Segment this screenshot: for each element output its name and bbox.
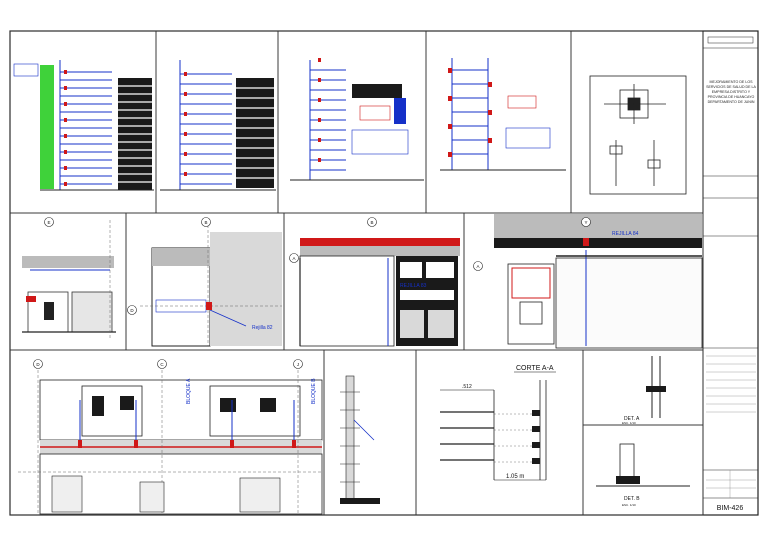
detail-a-label: DET. A <box>624 416 640 422</box>
detail-a-scale: ESC. 1/10 <box>622 421 636 425</box>
grid-bubble-labels: E B D B A Y A D C J <box>36 220 587 367</box>
section-corte-aa: CORTE A-A .512 1.05 m <box>440 365 556 481</box>
svg-text:A: A <box>476 264 479 269</box>
bottom-wall-section <box>340 375 380 504</box>
panel-elevation-2 <box>160 60 276 191</box>
bottom-plan <box>18 370 323 515</box>
tag-bloque-b: BLOQUE B <box>311 378 317 404</box>
mid-panel-3 <box>299 238 460 347</box>
svg-text:B: B <box>204 220 207 225</box>
section-title: CORTE A-A <box>516 365 554 372</box>
middle-row-panels <box>9 212 704 351</box>
panel-detail-plan <box>589 75 687 195</box>
svg-text:B: B <box>370 220 373 225</box>
panel-elevation-3 <box>290 58 424 181</box>
tag-bloque-a: BLOQUE A <box>186 378 192 404</box>
detail-b-label: DET. B <box>624 496 640 502</box>
detail-b-scale: ESC. 1/10 <box>622 503 636 507</box>
detail-a: DET. A ESC. 1/10 <box>622 356 666 425</box>
detail-b: DET. B ESC. 1/10 <box>596 443 690 507</box>
svg-text:C: C <box>160 362 164 367</box>
svg-text:Y: Y <box>584 220 587 225</box>
svg-text:J: J <box>297 362 299 367</box>
sheet-code: BIM-426 <box>717 505 744 512</box>
dimension-top: .512 <box>462 384 472 390</box>
mid-panel-1 <box>22 220 116 338</box>
project-description: MEJORAMIENTO DE LOS SERVICIOS DE SALUD D… <box>706 80 756 104</box>
svg-text:D: D <box>36 362 40 367</box>
panel-elevation-1 <box>13 60 154 191</box>
svg-text:D: D <box>130 308 134 313</box>
tag-rejilla-83: REJILLA 83 <box>400 283 427 289</box>
svg-text:A: A <box>292 256 295 261</box>
svg-text:E: E <box>47 220 50 225</box>
title-block: MEJORAMIENTO DE LOS SERVICIOS DE SALUD D… <box>702 30 759 516</box>
grid-bubbles <box>33 217 591 369</box>
green-wall-strip <box>40 65 54 189</box>
tag-rejilla-82: Rejilla 82 <box>252 325 273 331</box>
panel-elevation-4 <box>440 58 566 171</box>
mid-panel-4 <box>494 214 703 349</box>
tag-rejilla-84: REJILLA 84 <box>612 231 639 237</box>
dimension-bottom: 1.05 m <box>506 474 524 480</box>
bottom-row-panels <box>9 349 704 516</box>
mid-panel-2 <box>140 220 282 347</box>
tag-labels: Rejilla 82 REJILLA 83 REJILLA 84 BLOQUE … <box>186 231 639 404</box>
